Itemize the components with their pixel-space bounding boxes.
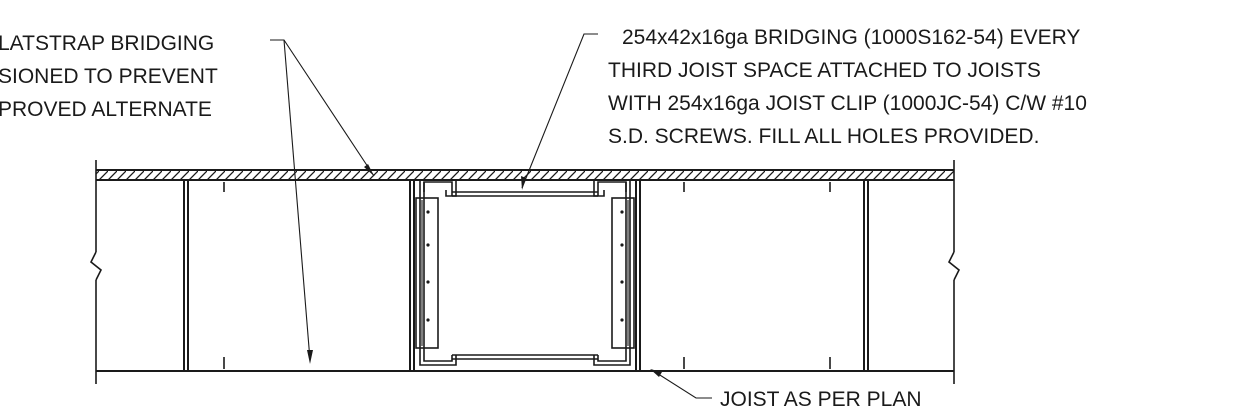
joist-clip-left — [415, 180, 457, 366]
leader-right — [521, 33, 598, 190]
leader-left — [270, 39, 375, 364]
right-note-line-1: 254x42x16ga BRIDGING (1000S162-54) EVERY — [622, 26, 1080, 49]
joist-left — [183, 180, 225, 371]
right-note-line-2: THIRD JOIST SPACE ATTACHED TO JOISTS — [608, 59, 1041, 82]
left-note-line-3: PROVED ALTERNATE — [0, 98, 212, 121]
bridging-bay — [409, 180, 685, 371]
bottom-note: JOIST AS PER PLAN — [720, 388, 922, 411]
left-note: LATSTRAP BRIDGING SIONED TO PREVENT PROV… — [0, 32, 218, 121]
right-note: 254x42x16ga BRIDGING (1000S162-54) EVERY… — [608, 26, 1087, 148]
left-note-line-1: LATSTRAP BRIDGING — [0, 32, 214, 55]
joist-right — [829, 180, 869, 371]
joist-clip-right — [593, 180, 635, 366]
right-note-line-3: WITH 254x16ga JOIST CLIP (1000JC-54) C/W… — [608, 92, 1087, 115]
break-line-right — [947, 160, 961, 384]
leader-bottom — [650, 369, 712, 399]
break-line-left — [89, 160, 103, 384]
left-note-line-2: SIONED TO PREVENT — [0, 65, 218, 88]
right-note-line-4: S.D. SCREWS. FILL ALL HOLES PROVIDED. — [608, 125, 1039, 148]
